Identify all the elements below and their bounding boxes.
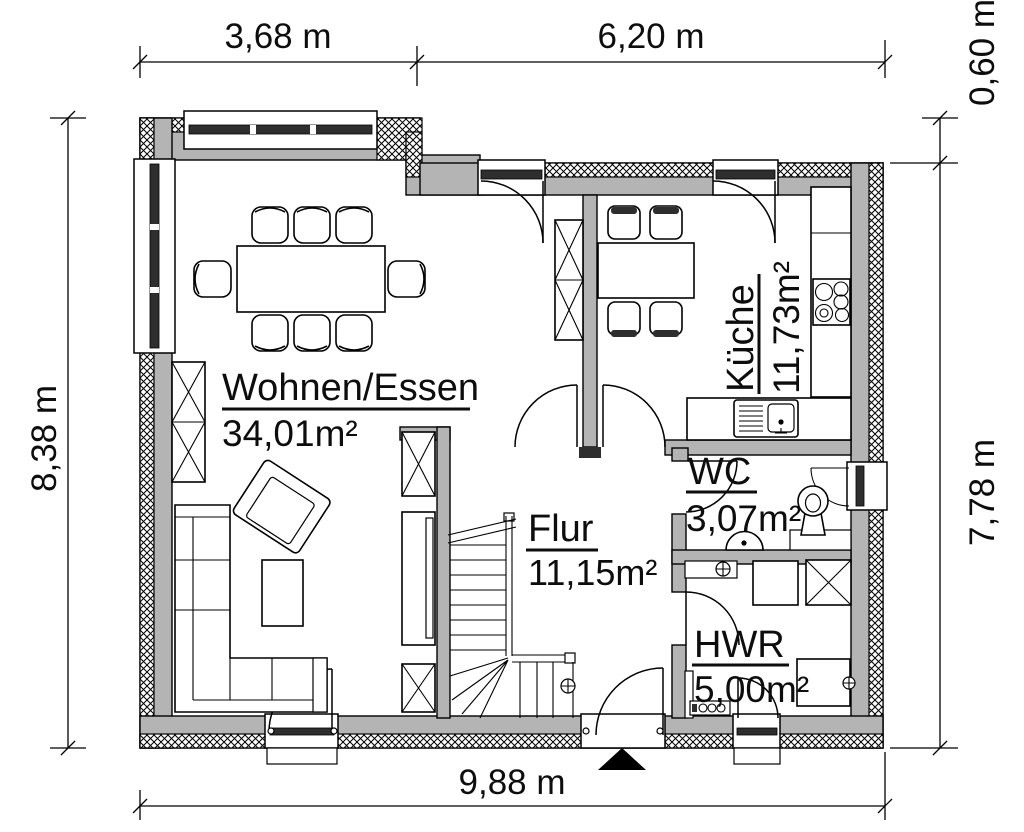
room-labels: Wohnen/Essen 34,01m² Küche 11,73m² Flur …: [222, 261, 809, 710]
toilet: [797, 485, 829, 536]
window-top: [183, 110, 378, 150]
kitchen-sink: [733, 399, 799, 438]
label-wc: WC: [688, 451, 751, 493]
door-wc: [685, 460, 738, 513]
x-cabinet-hwr: [805, 559, 852, 606]
outdoor-step: [266, 747, 338, 765]
area-wohnen: 34,01m²: [222, 413, 358, 454]
windows: [133, 110, 888, 511]
entrance-arrow: [598, 748, 646, 770]
sideboard: [401, 511, 436, 646]
label-hwr: HWR: [694, 624, 785, 666]
outdoor-step: [733, 747, 781, 765]
door-hwr-exterior: [732, 677, 781, 765]
x-cabinet-flurwall-top: [401, 431, 436, 497]
wc-furniture: [725, 485, 852, 551]
door-main-entrance: [580, 667, 666, 749]
label-wohnen: Wohnen/Essen: [222, 367, 479, 409]
area-wc: 3,07m²: [686, 498, 801, 539]
washing-machine: [796, 658, 856, 707]
x-cabinet-left: [171, 361, 206, 483]
sofa: [174, 504, 328, 713]
door-hwr: [685, 591, 740, 646]
dim-bottom: 9,88 m: [459, 763, 566, 802]
x-cabinet-hall: [554, 219, 584, 341]
door-flur-wohnen: [514, 384, 578, 448]
kitchen-table: [597, 242, 695, 299]
shelf-narrow: [684, 670, 694, 719]
appliance: [752, 560, 799, 606]
hwr-furniture: [684, 559, 856, 719]
cooktop: [812, 278, 851, 326]
staircase: [447, 512, 576, 719]
kitchen-chairs: [607, 205, 683, 337]
dimension-lines: 3,68 m 6,20 m 9,88 m 8,38 m 0,60 m 7,78 …: [25, 0, 1002, 820]
wall-wohnen-flur: [436, 426, 451, 719]
interior-doors: [514, 384, 740, 646]
dim-right: 7,78 m: [963, 439, 1002, 546]
window-left: [133, 158, 176, 354]
label-kueche: Küche: [720, 284, 762, 392]
area-kueche: 11,73m²: [766, 261, 807, 394]
door-terrace-top: [477, 159, 546, 244]
dim-top-right: 6,20 m: [598, 17, 705, 56]
wall-hall-kueche: [582, 194, 598, 448]
armchair: [232, 459, 331, 554]
connection-point-flur: [560, 678, 576, 694]
washbasin: [725, 530, 764, 551]
connection-point-hwr: [715, 561, 731, 577]
door-kueche-exterior: [712, 159, 779, 244]
door-flur-kueche: [602, 384, 666, 448]
dining-chairs: [193, 206, 426, 352]
radiator: [689, 700, 731, 716]
exterior-doors: [264, 159, 781, 765]
x-cabinet-flurwall-bottom: [401, 663, 436, 713]
area-hwr: 5,00m²: [694, 669, 809, 710]
dining-table: [236, 245, 386, 313]
area-flur: 11,15m²: [528, 552, 657, 593]
dim-right-top: 0,60 m: [963, 0, 1002, 106]
coffee-table: [261, 559, 304, 627]
window-wc: [810, 461, 888, 511]
stair-treads: [447, 518, 554, 719]
dim-left: 8,38 m: [25, 385, 64, 492]
wall-flur-hwr: [671, 644, 687, 719]
wohnen-furniture: [171, 206, 584, 713]
dim-top-left: 3,68 m: [225, 17, 332, 56]
label-flur: Flur: [528, 508, 594, 550]
kueche-furniture: [597, 186, 852, 441]
